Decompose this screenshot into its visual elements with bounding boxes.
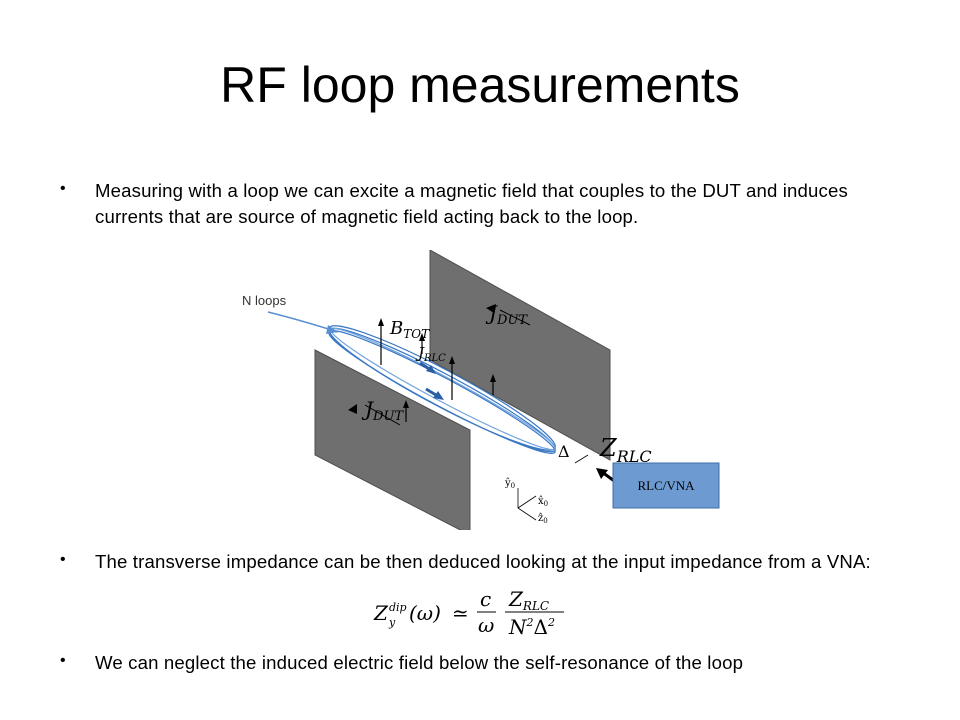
j-dut-top-label: JDUT — [485, 301, 528, 328]
eq-den1: ω — [478, 613, 494, 637]
impedance-equation: Z dip y (ω) ≃ c ω ZRLC N2Δ2 — [373, 587, 564, 638]
n-loops-label: N loops — [242, 293, 287, 308]
eq-lhs: Z — [373, 601, 389, 625]
bullet-dot: • — [60, 180, 66, 197]
rlc-vna-label: RLC/VNA — [637, 478, 695, 493]
axes-icon — [517, 488, 537, 521]
bullet-text: Measuring with a loop we can excite a ma… — [95, 180, 848, 227]
b-tot-label: BTOT — [389, 318, 430, 341]
bullet-item: • The transverse impedance can be then d… — [60, 549, 880, 575]
bullet-text: The transverse impedance can be then ded… — [95, 551, 871, 572]
dut-plate-bottom — [314, 349, 471, 530]
axis-y-label: ŷ0 — [504, 478, 515, 490]
j-dut-bottom-label: JDUT — [361, 397, 404, 424]
rlc-vna-box — [612, 462, 720, 509]
bullet-item: • We can neglect the induced electric fi… — [60, 650, 880, 676]
z-rlc-label: ZRLC — [599, 434, 652, 466]
axis-x-label: x̂0 — [538, 496, 548, 508]
eq-num1: c — [480, 587, 491, 611]
axis-z-label: ẑ0 — [538, 513, 548, 525]
eq-lhs-sub: y — [388, 616, 396, 629]
dut-plate-top — [429, 250, 611, 461]
eq-approx: ≃ — [452, 601, 469, 625]
bullet-dot: • — [60, 551, 66, 568]
slide-title: RF loop measurements — [220, 57, 740, 113]
eq-lhs-sup: dip — [389, 601, 407, 614]
b-field-arrows — [378, 318, 496, 422]
j-rlc-label: JRLC — [415, 344, 446, 364]
eq-num2: ZRLC — [508, 587, 549, 613]
bullet-dot: • — [60, 652, 66, 669]
eq-den2: N2Δ2 — [508, 615, 555, 638]
delta-label: Δ — [558, 442, 570, 461]
svg-text:Z: Z — [373, 601, 389, 625]
loop-diagram: JDUT JDUT BTOT JRLC N loops Δ ZRLC RLC/V… — [242, 250, 720, 530]
eq-lhs-arg: (ω) — [409, 601, 441, 625]
bullet-item: • Measuring with a loop we can excite a … — [60, 178, 880, 229]
bullet-text: We can neglect the induced electric fiel… — [95, 652, 744, 673]
